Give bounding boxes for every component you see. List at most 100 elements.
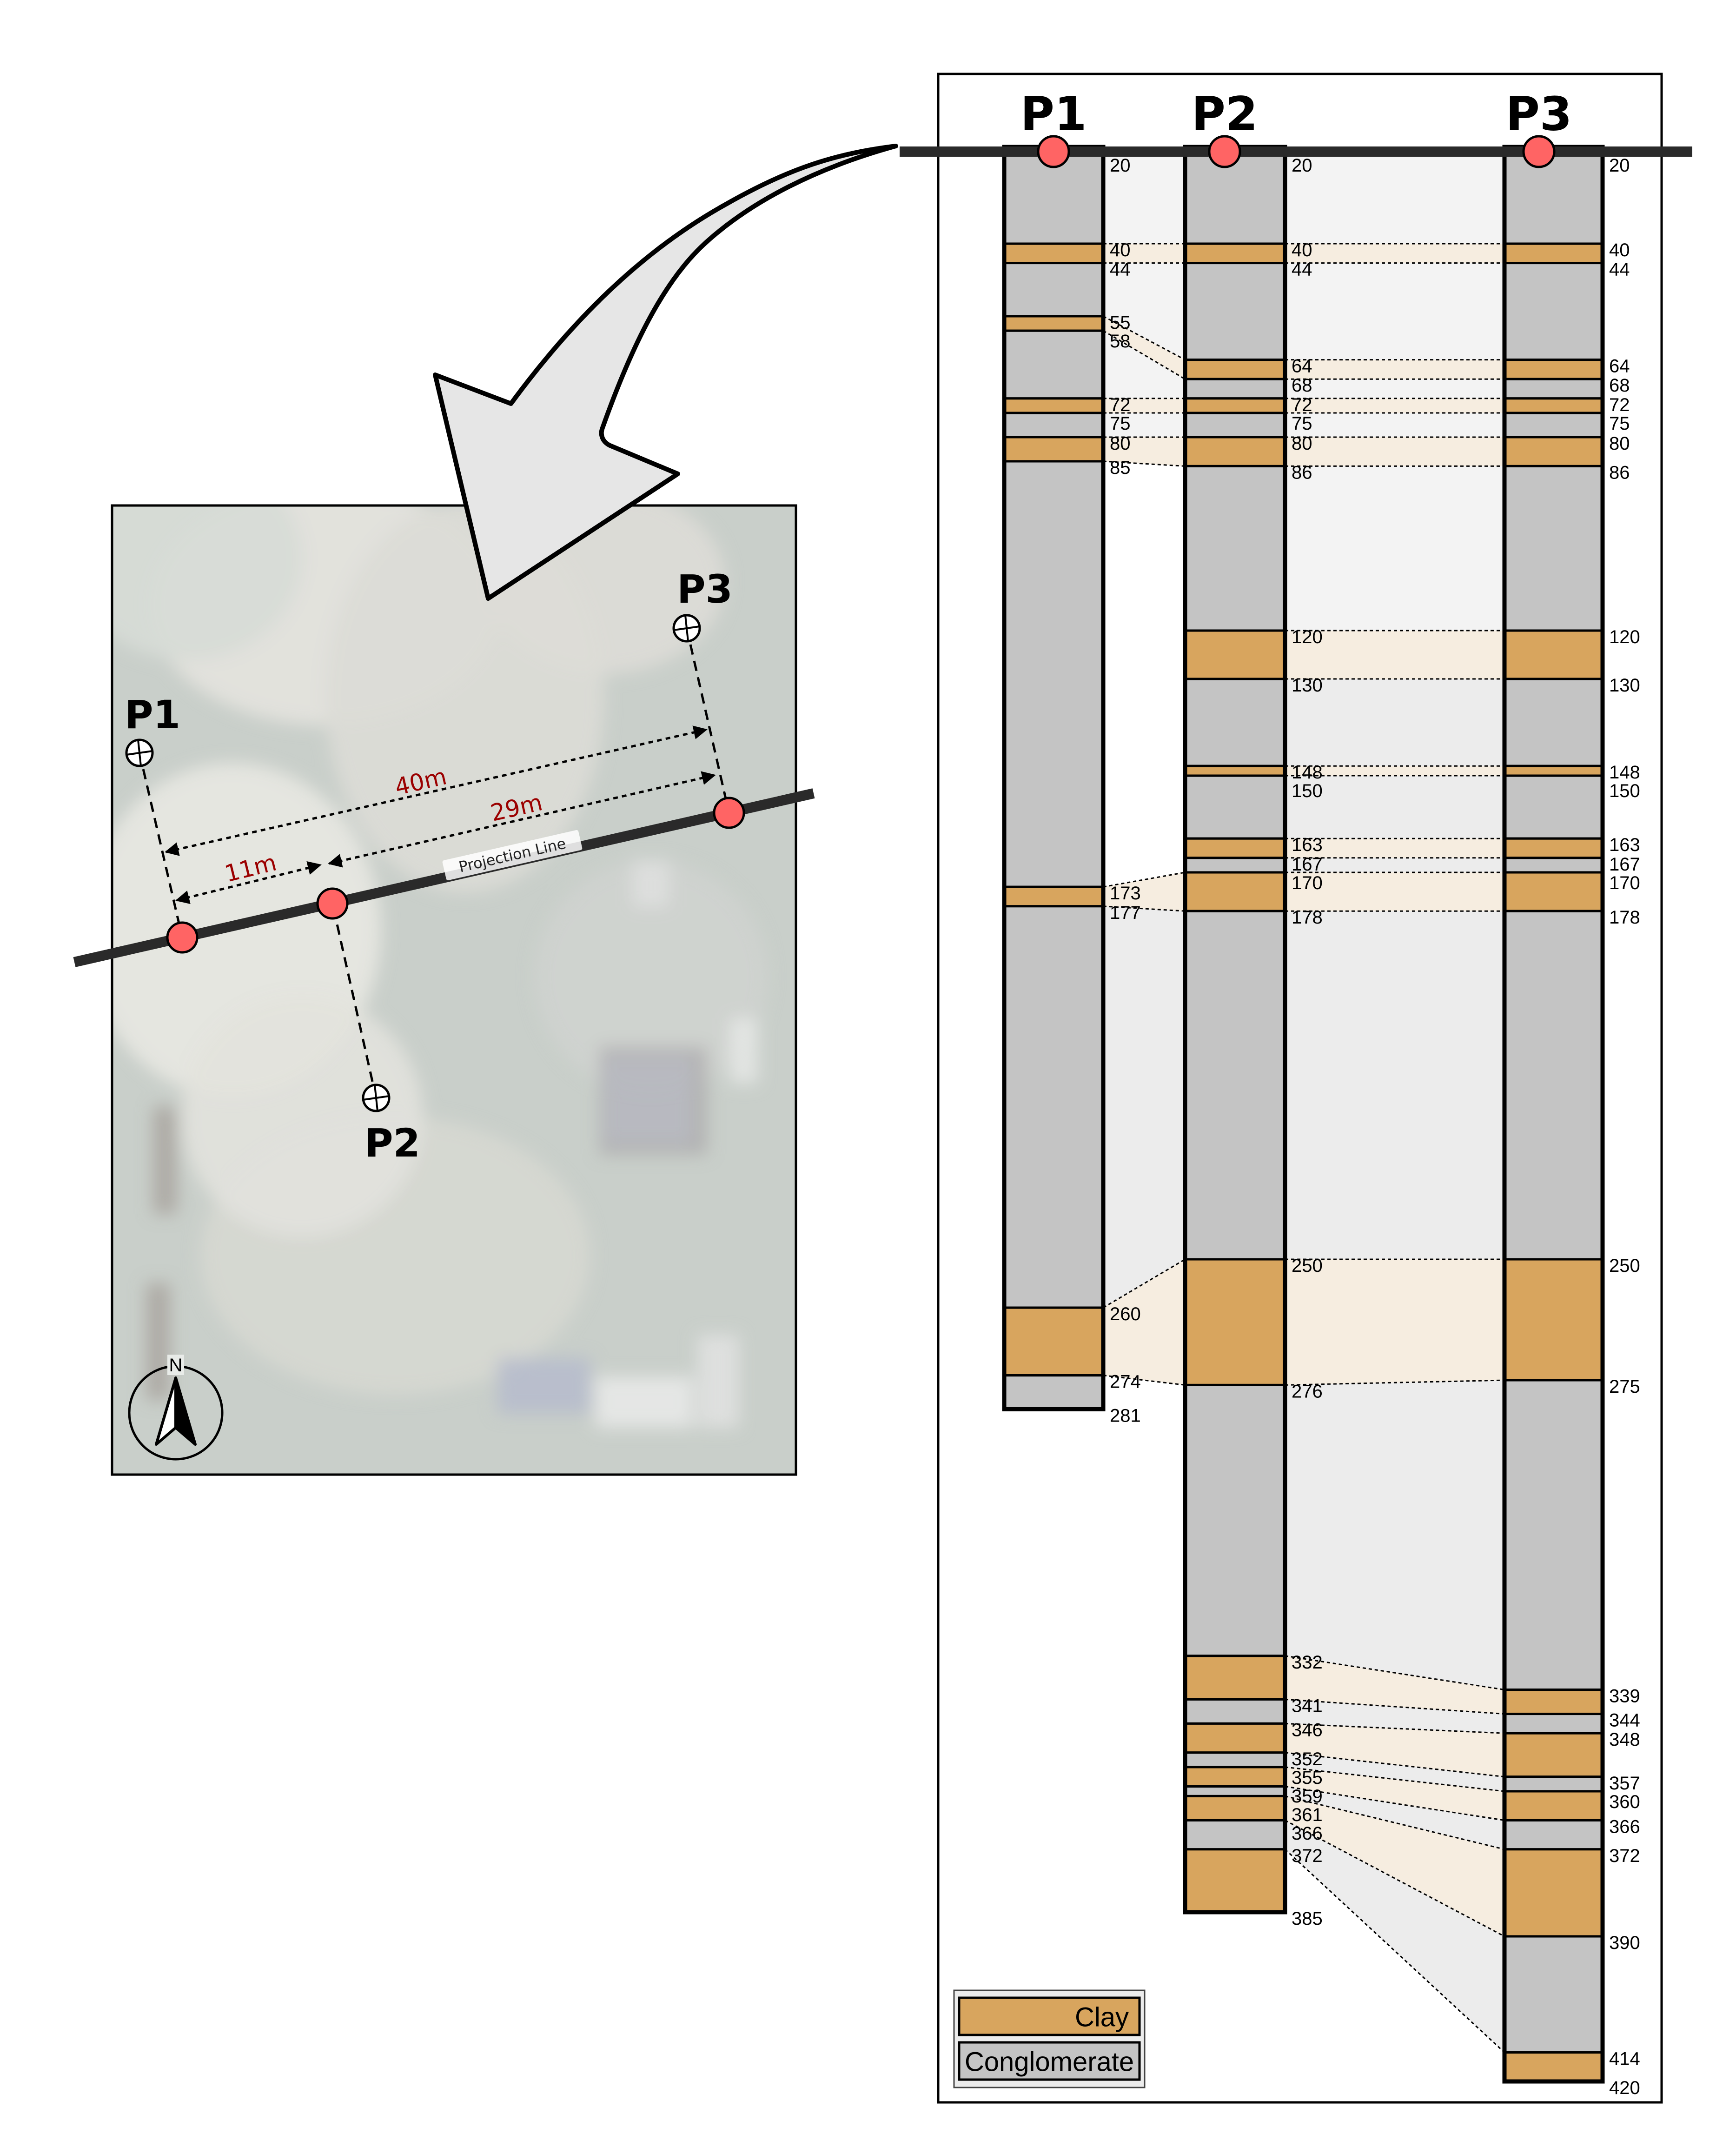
depth-label: 344 [1609,1710,1640,1731]
depth-label: 64 [1609,356,1630,377]
correlation-tie-line [1285,1698,1505,1715]
borehole-crosshair [374,1084,378,1111]
borehole-column-p3 [1502,145,1605,2084]
depth-label: 40 [1609,240,1630,260]
clay-layer [1503,837,1604,859]
north-label-bg [167,1355,184,1375]
correlation-tie-line [1285,1379,1505,1386]
conglomerate-layer [1184,1751,1286,1768]
depth-label: 348 [1609,1729,1640,1750]
aerial-photo-texture [113,507,767,1428]
conglomerate-layer [1184,412,1286,439]
depth-label: 170 [1292,873,1323,893]
depth-label: 68 [1609,375,1630,396]
clay-correlation-band [1103,872,1185,911]
clay-correlation-band [1285,1655,1504,1714]
clay-layer [1503,1732,1604,1778]
conglomerate-correlation-band [1285,776,1504,839]
clay-layer [1003,242,1105,265]
clay-layer [1184,871,1286,912]
depth-label: 68 [1292,375,1312,396]
building-shape [697,1335,739,1428]
building-shape [604,1056,693,1144]
conglomerate-layer [1503,1819,1604,1851]
clay-layer [1003,436,1105,463]
clay-layer [1184,1258,1286,1386]
correlation-tie-line [1285,1655,1505,1691]
depth-label: 40 [1110,240,1131,260]
borehole-column-p2 [1183,145,1287,1915]
depth-label: 130 [1609,675,1640,696]
clay-layer [1503,359,1604,380]
borehole-header-label: P1 [1020,87,1087,141]
clay-correlation-band [1285,1259,1504,1385]
clay-layer [1184,1848,1286,1914]
borehole-symbol-icon [125,738,154,767]
depth-label: 357 [1609,1773,1640,1794]
depth-label: 44 [1292,259,1312,280]
correlation-tie-line [1103,871,1186,888]
depth-label: 120 [1292,627,1323,647]
correlation-tie-line [1103,1258,1186,1309]
clay-correlation-band [1103,316,1185,379]
conglomerate-layer [1184,1819,1286,1851]
conglomerate-correlation-band [1103,263,1185,360]
depth-label: 167 [1292,854,1323,875]
correlation-tie-line [1103,330,1186,380]
conglomerate-layer [1503,262,1604,361]
conglomerate-layer [1503,678,1604,767]
conglomerate-layer [1503,857,1604,874]
building-shape [632,860,669,907]
conglomerate-layer [1184,910,1286,1261]
clay-layer [1503,242,1604,265]
depth-label: 20 [1609,155,1630,176]
depth-label: 414 [1609,2049,1640,2069]
clay-layer [1184,397,1286,414]
depth-label: 163 [1292,835,1323,855]
building-shape [595,1376,693,1428]
clay-layer [1184,1722,1286,1754]
legend-item-clay: Clay [958,1996,1141,2036]
clay-correlation-band [1285,838,1504,858]
clay-correlation-band [1285,631,1504,679]
conglomerate-correlation-band [1285,263,1504,360]
depth-label: 274 [1110,1372,1141,1392]
depth-label: 75 [1609,413,1630,434]
conglomerate-correlation-band [1285,911,1504,1259]
conglomerate-layer [1503,378,1604,400]
depth-label: 372 [1609,1846,1640,1866]
borehole-header-label: P3 [1506,87,1572,141]
conglomerate-layer [1184,774,1286,840]
depth-label: 332 [1292,1652,1323,1673]
clay-correlation-band [1285,766,1504,776]
distance-arrow [175,861,322,904]
clay-layer [1003,885,1105,908]
borehole-header-label: P2 [1192,87,1258,141]
conglomerate-layer [1503,146,1604,245]
depth-label: 346 [1292,1720,1323,1740]
curved-arrow-icon [433,144,898,601]
conglomerate-layer [1184,465,1286,632]
borehole-crosshair [684,615,689,642]
depth-label: 385 [1292,1908,1323,1929]
depth-label: 359 [1292,1786,1323,1807]
borehole-column-p1 [1002,145,1106,1411]
legend-label: Conglomerate [965,2047,1134,2077]
conglomerate-correlation-band [1285,679,1504,766]
depth-label: 390 [1609,1933,1640,1953]
terrain-patch [113,507,302,660]
clay-layer [1503,436,1604,467]
conglomerate-correlation-band [1285,1380,1504,1690]
clay-layer [1003,1306,1105,1377]
depth-label: 339 [1609,1686,1640,1707]
depth-label: 72 [1609,395,1630,415]
correlation-tie-line [1285,1722,1505,1734]
depth-labels: 2040445558727580851731772602742812040446… [1110,155,1640,2098]
clay-layer [1184,242,1286,265]
north-arrow-icon: N [128,1355,224,1461]
depth-label: 80 [1609,433,1630,454]
clay-correlation-band [1285,437,1504,466]
